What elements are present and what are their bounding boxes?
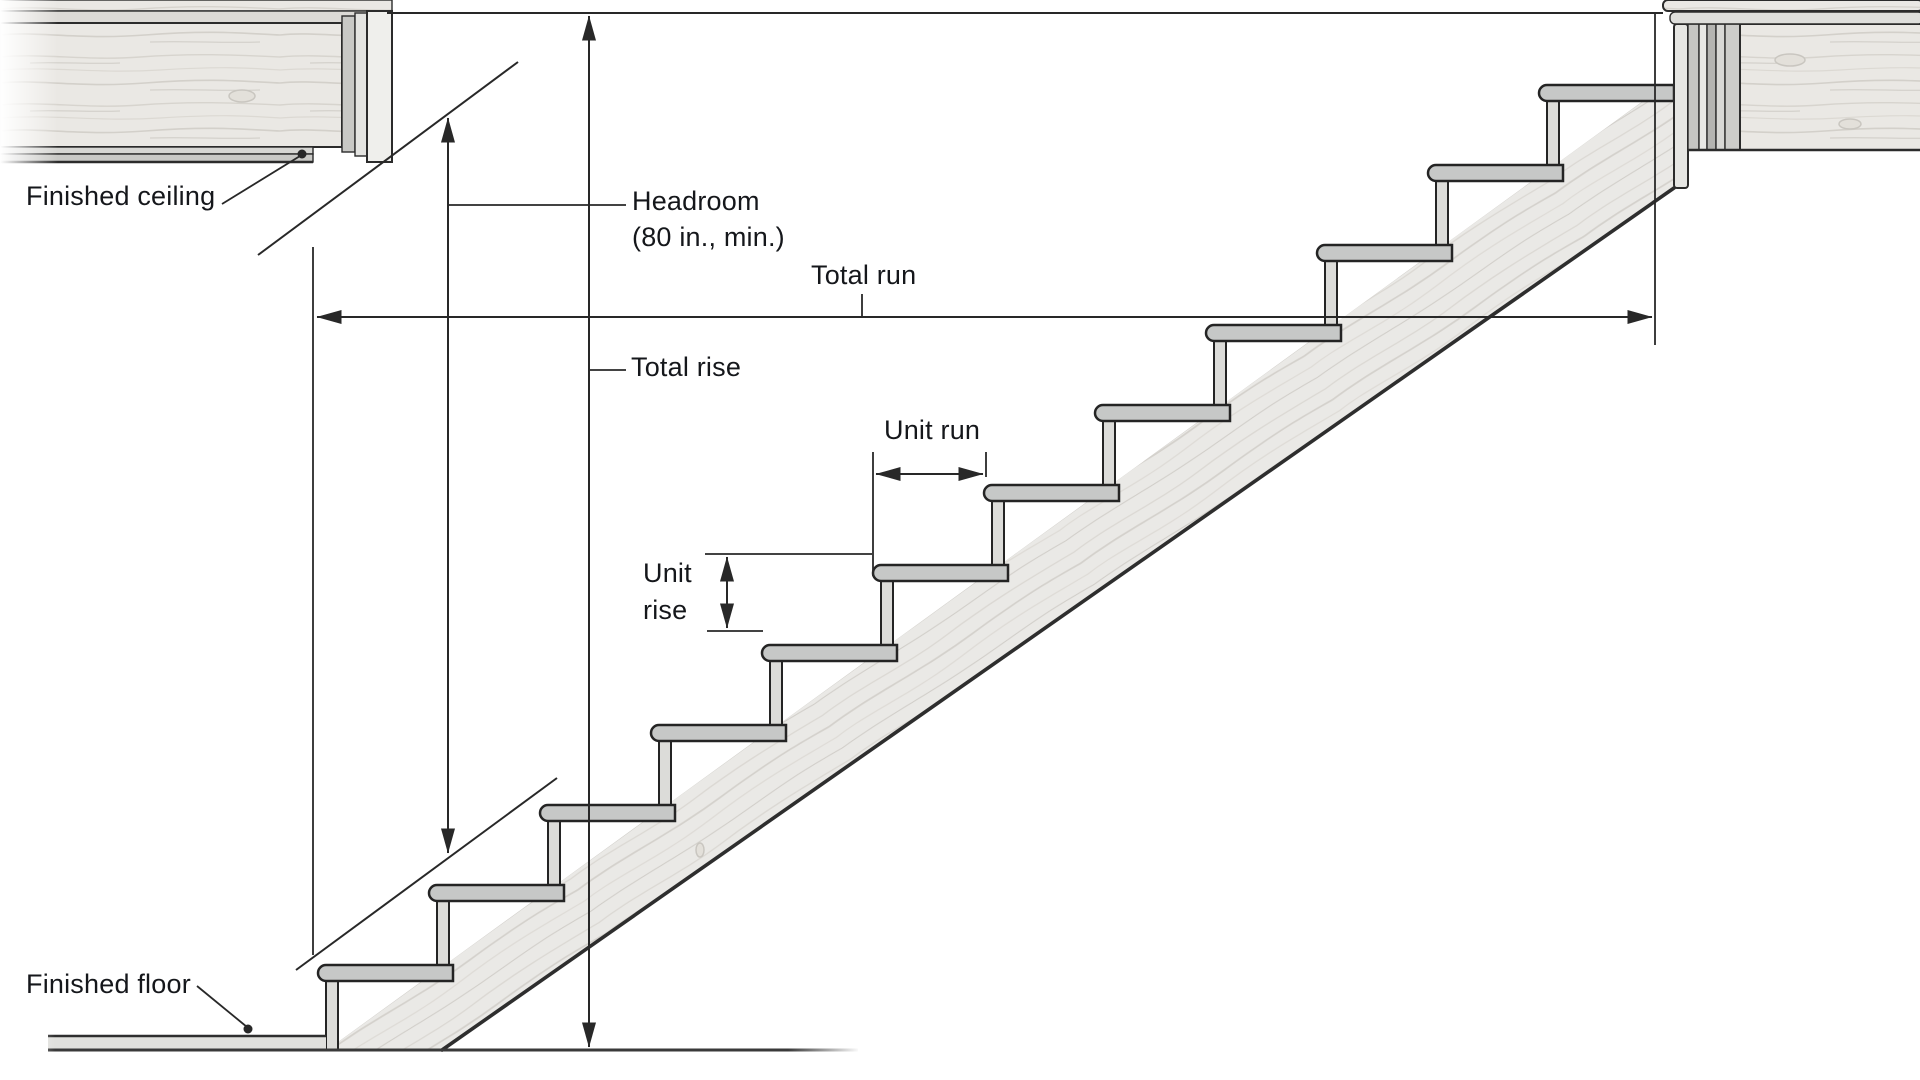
- tread: [649, 723, 788, 743]
- unit-rise-label-line1: Unit: [643, 558, 692, 588]
- riser: [1435, 180, 1449, 246]
- wood-knot: [1838, 118, 1862, 130]
- tread: [538, 803, 677, 823]
- finished-floor-detail: [0, 1030, 860, 1056]
- unit-run-label: Unit run: [884, 415, 981, 445]
- finished-ceiling-leader: [221, 155, 301, 205]
- finished-floor-label: Finished floor: [26, 969, 191, 999]
- upper-floor-detail: [1662, 0, 1920, 189]
- tread: [1537, 83, 1676, 103]
- riser: [1213, 340, 1227, 406]
- tread: [1426, 163, 1565, 183]
- riser: [325, 980, 339, 1051]
- wood-knot: [1774, 53, 1806, 67]
- tread: [871, 563, 1010, 583]
- stair-treads: [316, 83, 1676, 983]
- riser: [1546, 100, 1560, 166]
- tread: [1315, 243, 1454, 263]
- riser: [1324, 260, 1338, 326]
- finished-floor-leader: [196, 985, 248, 1028]
- riser: [991, 500, 1005, 566]
- total-rise-label: Total rise: [631, 352, 742, 382]
- tread: [427, 883, 566, 903]
- tread: [1204, 323, 1343, 343]
- unit-rise-label-line2: rise: [643, 595, 688, 625]
- riser: [547, 820, 561, 886]
- headroom-min-label: (80 in., min.): [632, 222, 785, 252]
- riser: [436, 900, 450, 966]
- tread: [982, 483, 1121, 503]
- finished-ceiling-label: Finished ceiling: [26, 181, 216, 211]
- headroom-label: Headroom: [632, 186, 760, 216]
- dimension-lines: [196, 12, 1663, 1048]
- total-run-label: Total run: [811, 260, 917, 290]
- headroom-ceiling-slope-line: [257, 61, 519, 256]
- riser: [769, 660, 783, 726]
- riser: [880, 580, 894, 646]
- wood-knot: [695, 842, 705, 858]
- headroom-nosing-slope-line: [295, 777, 558, 971]
- tread: [760, 643, 899, 663]
- tread: [1093, 403, 1232, 423]
- wood-knot: [228, 89, 256, 103]
- stair-risers: [325, 100, 1560, 1051]
- riser: [658, 740, 672, 806]
- finished-floor-leader-dot: [243, 1024, 253, 1034]
- riser: [1102, 420, 1116, 486]
- finished-ceiling-detail: [0, 0, 393, 170]
- step-cavities: [338, 101, 1643, 1042]
- tread: [316, 963, 455, 983]
- finished-ceiling-leader-dot: [297, 149, 307, 159]
